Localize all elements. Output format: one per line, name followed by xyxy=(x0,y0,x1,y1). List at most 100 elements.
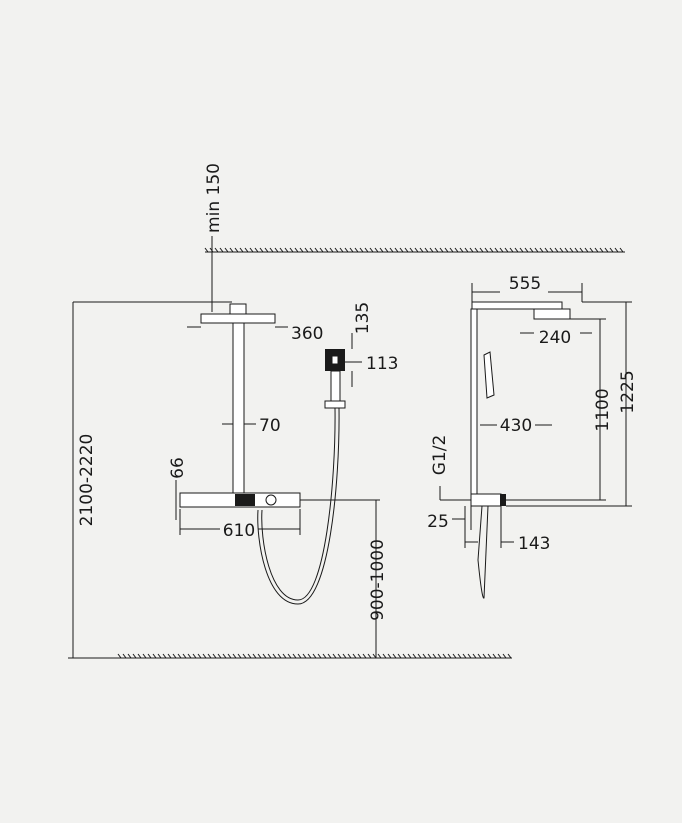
hatch-mark xyxy=(302,653,307,659)
hose-side xyxy=(477,505,489,599)
hatch-mark xyxy=(269,247,274,253)
hatch-mark xyxy=(379,247,384,253)
hatch-mark xyxy=(294,247,299,253)
hatch-mark xyxy=(459,247,464,253)
hatch-mark xyxy=(117,653,122,659)
hatch-mark xyxy=(122,653,127,659)
hatch-mark xyxy=(364,247,369,253)
hatch-mark xyxy=(529,247,534,253)
hatch-mark xyxy=(604,247,609,253)
hatch-mark xyxy=(357,653,362,659)
valve-side xyxy=(470,493,502,507)
hatch-mark xyxy=(274,247,279,253)
hatch-mark xyxy=(422,653,427,659)
top-to-valve-label: 1225 xyxy=(618,370,638,413)
hatch-mark xyxy=(579,247,584,253)
hatch-mark xyxy=(549,247,554,253)
hatch-mark xyxy=(254,247,259,253)
hatch-mark xyxy=(279,247,284,253)
hatch-mark xyxy=(614,247,619,253)
hatch-mark xyxy=(507,653,512,659)
hatch-mark xyxy=(569,247,574,253)
hatch-mark xyxy=(177,653,182,659)
shower-arm-joint xyxy=(229,303,247,315)
valve-depth-label: 143 xyxy=(518,534,550,554)
hatch-mark xyxy=(304,247,309,253)
hatch-mark xyxy=(519,247,524,253)
hatch-mark xyxy=(289,247,294,253)
hatch-mark xyxy=(559,247,564,253)
handshower-width-label: 113 xyxy=(366,354,398,374)
front-view: 2100-2220 min 150 360 70 66 610 900-1000 xyxy=(68,163,398,659)
hatch-mark xyxy=(539,247,544,253)
hatch-mark xyxy=(204,247,209,253)
hatch-mark xyxy=(444,247,449,253)
hatch-mark xyxy=(222,653,227,659)
hatch-mark xyxy=(297,653,302,659)
hatch-mark xyxy=(544,247,549,253)
valve-height-label: 66 xyxy=(168,457,188,479)
hatch-mark xyxy=(554,247,559,253)
hatch-mark xyxy=(387,653,392,659)
hatch-mark xyxy=(359,247,364,253)
hatch-mark xyxy=(424,247,429,253)
hatch-mark xyxy=(402,653,407,659)
min-ceiling-label: min 150 xyxy=(204,163,224,233)
hatch-mark xyxy=(619,247,624,253)
hatch-mark xyxy=(234,247,239,253)
hatch-mark xyxy=(157,653,162,659)
hatch-mark xyxy=(239,247,244,253)
hatch-mark xyxy=(317,653,322,659)
hatch-mark xyxy=(362,653,367,659)
floor-line xyxy=(117,653,512,659)
hatch-mark xyxy=(584,247,589,253)
hatch-mark xyxy=(192,653,197,659)
hatch-mark xyxy=(564,247,569,253)
hatch-mark xyxy=(419,247,424,253)
hatch-mark xyxy=(219,247,224,253)
hatch-mark xyxy=(447,653,452,659)
hatch-mark xyxy=(574,247,579,253)
riser-offset-label: 70 xyxy=(259,416,281,436)
hatch-mark xyxy=(262,653,267,659)
hatch-mark xyxy=(434,247,439,253)
hand-shower-side xyxy=(483,351,495,399)
hatch-mark xyxy=(172,653,177,659)
hatch-mark xyxy=(127,653,132,659)
hatch-mark xyxy=(287,653,292,659)
overhead-shower-head xyxy=(200,313,276,324)
hatch-mark xyxy=(487,653,492,659)
hatch-mark xyxy=(319,247,324,253)
hatch-mark xyxy=(589,247,594,253)
shower-hose xyxy=(261,407,336,601)
hatch-mark xyxy=(399,247,404,253)
hatch-mark xyxy=(227,653,232,659)
hatch-mark xyxy=(492,653,497,659)
hatch-mark xyxy=(187,653,192,659)
hatch-mark xyxy=(267,653,272,659)
hatch-mark xyxy=(384,247,389,253)
hatch-mark xyxy=(412,653,417,659)
hatch-mark xyxy=(264,247,269,253)
hatch-mark xyxy=(242,653,247,659)
hatch-mark xyxy=(207,653,212,659)
hatch-mark xyxy=(197,653,202,659)
hatch-mark xyxy=(132,653,137,659)
hatch-mark xyxy=(339,247,344,253)
hatch-mark xyxy=(244,247,249,253)
hatch-mark xyxy=(462,653,467,659)
hatch-mark xyxy=(394,247,399,253)
hatch-mark xyxy=(229,247,234,253)
hatch-mark xyxy=(409,247,414,253)
hatch-mark xyxy=(344,247,349,253)
hatch-mark xyxy=(502,653,507,659)
hatch-mark xyxy=(397,653,402,659)
hatch-mark xyxy=(292,653,297,659)
hatch-mark xyxy=(214,247,219,253)
hatch-mark xyxy=(322,653,327,659)
hatch-mark xyxy=(247,653,252,659)
hatch-mark xyxy=(494,247,499,253)
hatch-mark xyxy=(479,247,484,253)
